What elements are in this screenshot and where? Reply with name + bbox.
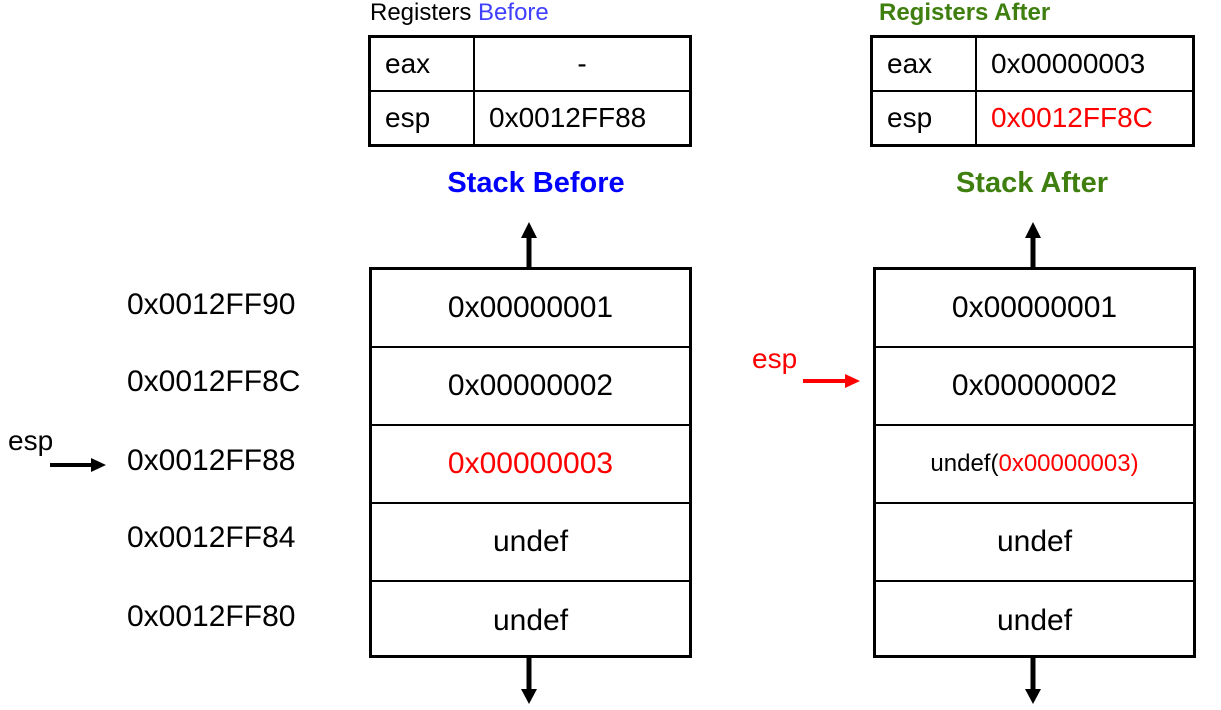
stack-cell: 0x00000003	[372, 426, 689, 504]
register-name: esp	[870, 90, 977, 147]
stack-cell: 0x00000002	[372, 348, 689, 426]
stack-cell: undef	[876, 504, 1193, 582]
registers-before-table: eax - esp 0x0012FF88	[368, 35, 692, 147]
stack-after-down-arrow	[1025, 657, 1041, 704]
stack-before-down-arrow	[521, 657, 537, 704]
stack-cell-undef-prefix: undef(	[930, 450, 999, 477]
stack-before-title: Stack Before	[447, 167, 625, 199]
stack-cell: undef(0x00000003)	[876, 426, 1193, 504]
stack-cell: 0x00000001	[372, 270, 689, 348]
address-label: 0x0012FF88	[127, 444, 296, 477]
address-label: 0x0012FF8C	[127, 365, 301, 398]
stack-after-up-arrow	[1025, 222, 1041, 268]
esp-before-label: esp	[8, 425, 54, 456]
register-value: 0x00000003	[975, 35, 1195, 92]
registers-before-title-prefix: Registers	[370, 0, 479, 26]
address-label: 0x0012FF90	[127, 288, 296, 321]
register-value: 0x0012FF88	[473, 90, 692, 147]
stack-after-title: Stack After	[955, 167, 1109, 199]
esp-before-pointer-arrow	[50, 458, 106, 472]
stack-cell: undef	[492, 604, 569, 637]
register-name: eax	[870, 35, 977, 92]
register-value: -	[473, 35, 692, 92]
registers-before-title-suffix: Before	[478, 0, 549, 26]
esp-after-pointer-arrow	[803, 374, 860, 388]
address-label: 0x0012FF80	[127, 600, 296, 633]
register-row-eax: eax 0x00000003	[870, 35, 1195, 92]
registers-after-title: Registers After	[879, 0, 1051, 26]
stack-after: 0x00000001 0x00000002 undef(0x00000003) …	[873, 267, 1196, 658]
address-label: 0x0012FF84	[127, 521, 296, 554]
register-row-eax: eax -	[368, 35, 692, 92]
register-row-esp: esp 0x0012FF88	[368, 90, 692, 147]
register-name: eax	[368, 35, 475, 92]
registers-after-table: eax 0x00000003 esp 0x0012FF8C	[870, 35, 1195, 147]
stack-cell: 0x00000001	[876, 270, 1193, 348]
stack-before: 0x00000001 0x00000002 0x00000003 undef u…	[369, 267, 692, 658]
stack-cell: undef	[372, 504, 689, 582]
stack-cell: undef	[996, 604, 1073, 637]
esp-after-label: esp	[752, 343, 798, 374]
register-value: 0x0012FF8C	[975, 90, 1195, 147]
registers-before-title: Registers Before	[370, 1, 549, 25]
register-name: esp	[368, 90, 475, 147]
register-row-esp: esp 0x0012FF8C	[870, 90, 1195, 147]
stack-before-up-arrow	[521, 222, 537, 268]
stack-cell-old-value: 0x00000003)	[998, 450, 1139, 477]
stack-cell: 0x00000002	[876, 348, 1193, 426]
